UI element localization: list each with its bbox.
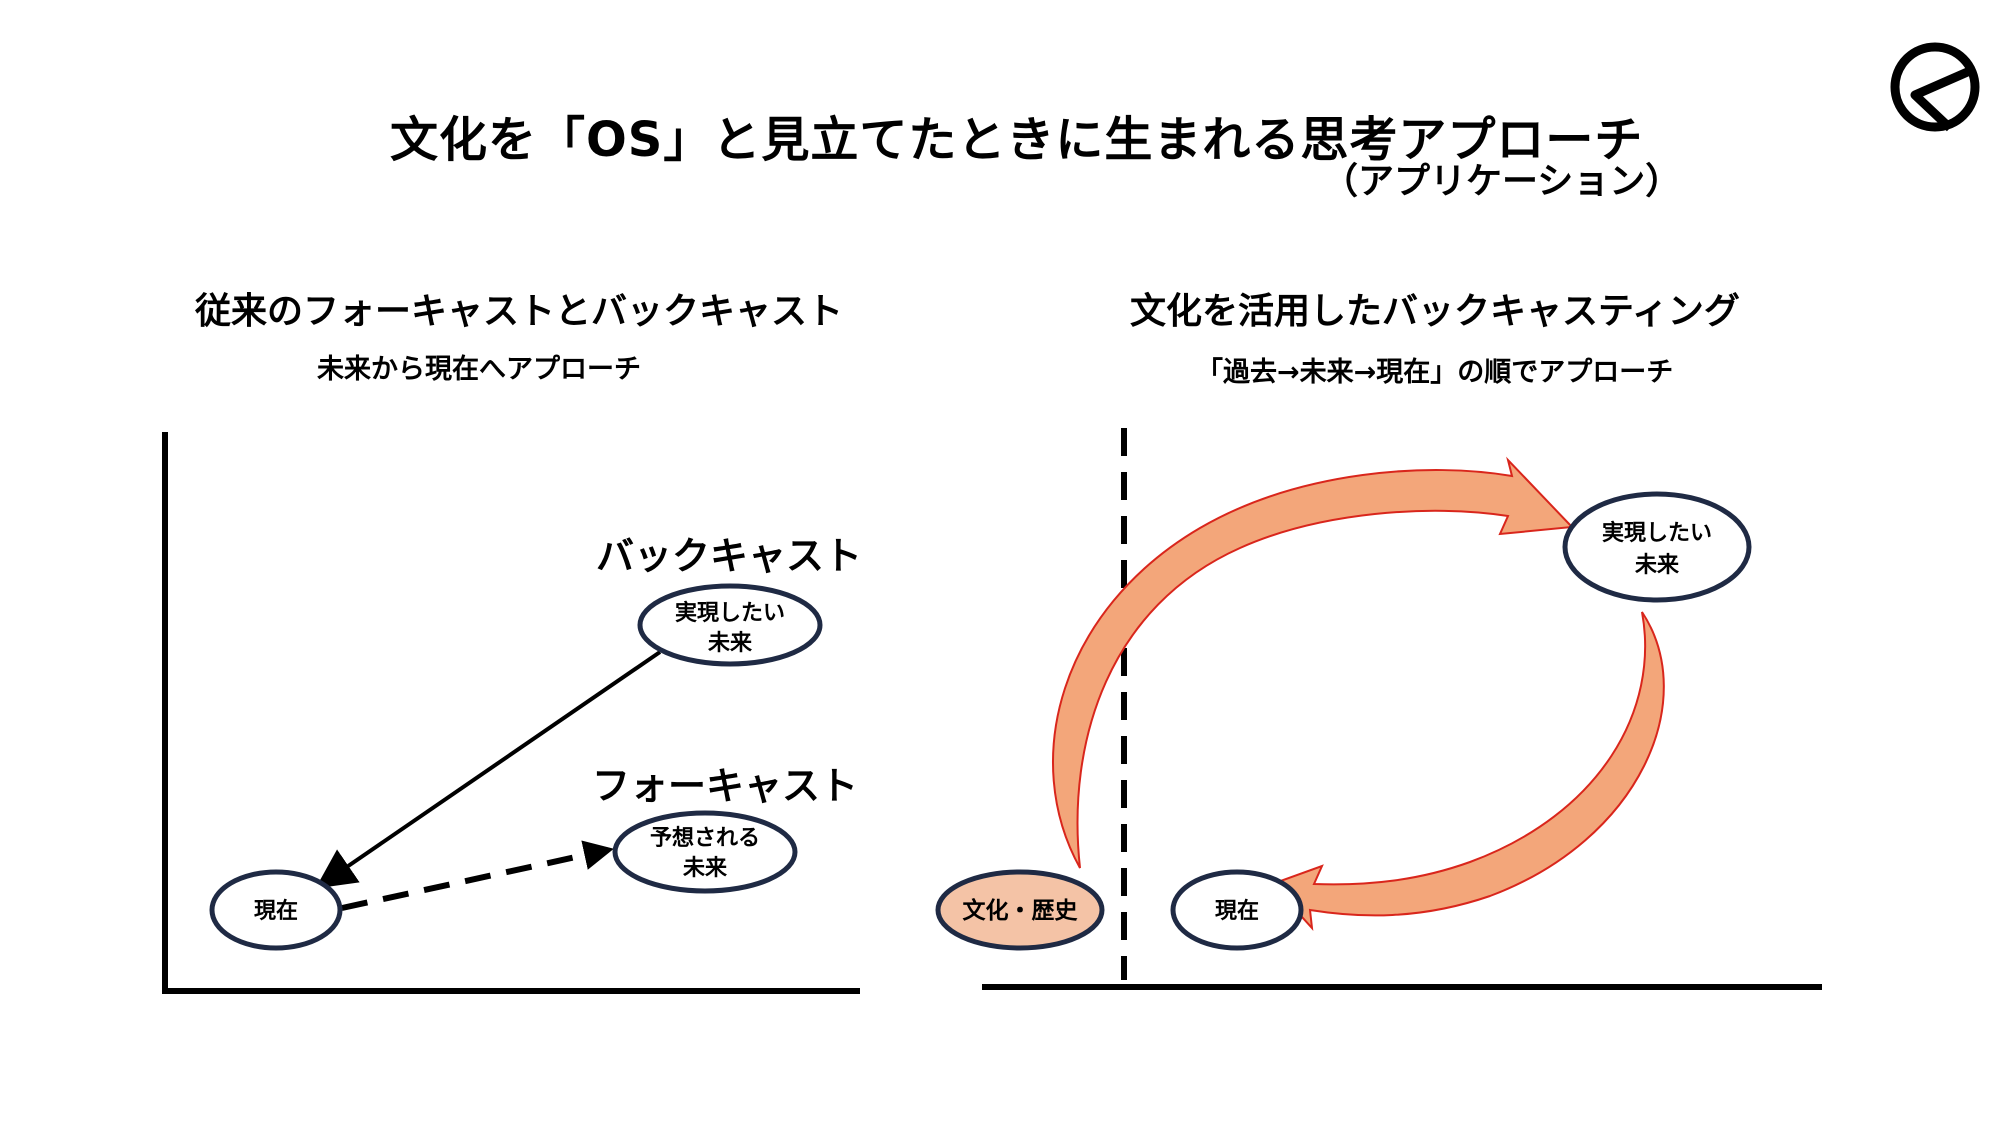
page-subtitle: （アプリケーション） xyxy=(1322,161,1682,202)
right-culture-label: 文化・歴史 xyxy=(963,897,1079,924)
right-present-label: 現在 xyxy=(1215,898,1259,924)
left-node-present: 現在 xyxy=(209,869,343,951)
right-node-culture-history: 文化・歴史 xyxy=(935,869,1105,951)
circle-check-icon xyxy=(1890,42,1980,132)
right-panel-heading: 文化を活用したバックキャスティング xyxy=(1130,291,1740,332)
left-node-expected-future: 予想される 未来 xyxy=(612,810,798,894)
right-node-desired-future: 実現したい 未来 xyxy=(1562,491,1752,603)
backcast-arrow xyxy=(315,650,662,889)
right-desired-future-line2: 未来 xyxy=(1635,553,1680,578)
left-node-desired-future: 実現したい 未来 xyxy=(637,583,823,667)
left-desired-future-line2: 未来 xyxy=(708,631,753,656)
backcast-label: バックキャスト xyxy=(596,534,863,578)
forecast-label: フォーキャスト xyxy=(592,764,859,808)
page-title: 文化を「OS」と見立てたときに生まれる思考アプローチ xyxy=(390,112,1644,168)
left-panel-heading: 従来のフォーキャストとバックキャスト xyxy=(195,291,844,332)
left-present-label: 現在 xyxy=(254,898,298,924)
right-node-present: 現在 xyxy=(1170,869,1304,951)
right-panel-subheading: 「過去→未来→現在」の順でアプローチ xyxy=(1196,357,1674,388)
left-expected-future-line1: 予想される xyxy=(650,826,760,851)
left-panel-subheading: 未来から現在へアプローチ xyxy=(317,354,641,385)
left-expected-future-line2: 未来 xyxy=(683,856,728,881)
left-desired-future-line1: 実現したい xyxy=(675,600,785,626)
arrow-future-to-present xyxy=(1270,611,1665,931)
forecast-arrow xyxy=(341,840,614,911)
arrow-culture-to-future-body xyxy=(1052,456,1575,869)
right-desired-future-line1: 実現したい xyxy=(1602,520,1712,546)
